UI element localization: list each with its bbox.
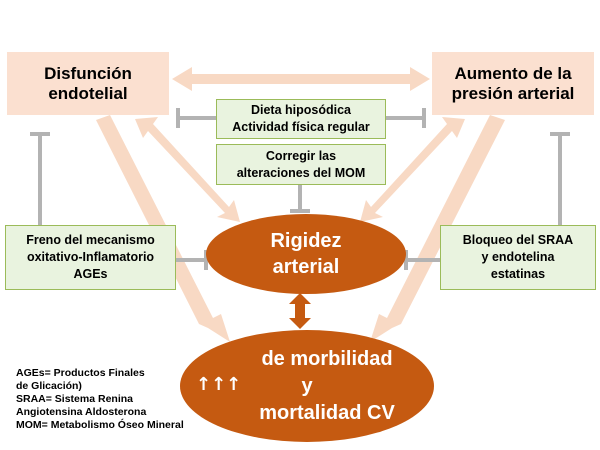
y-line: y — [301, 374, 313, 397]
inhibitor-bloqueo-presion — [550, 132, 570, 225]
rigidez-line-2: arterial — [272, 256, 340, 278]
freno-box: Freno del mecanismo oxitativo-Inflamator… — [5, 225, 176, 290]
double-arrow-disfuncion-rigidez — [135, 117, 240, 222]
double-arrow-rigidez-morbilidad — [289, 293, 311, 329]
arrow-presion-morbilidad — [370, 115, 505, 342]
inhibitor-bloqueo-rigidez — [404, 250, 440, 270]
disfuncion-endotelial-box: Disfunción endotelial — [7, 52, 169, 115]
double-arrow-top — [172, 67, 430, 91]
legend-line-5: MOM= Metabolismo Óseo Mineral — [16, 419, 184, 431]
legend: AGEs= Productos Finales de Glicación) SR… — [16, 367, 184, 432]
double-arrow-presion-rigidez — [360, 117, 465, 222]
inhibitor-dieta-presion — [386, 108, 426, 128]
morbilidad-line: de morbilidad — [261, 347, 393, 370]
alteraciones-line: alteraciones del MOM — [236, 165, 366, 180]
actividad-line: Actividad física regular — [232, 120, 370, 134]
rigidez-arterial-oval: Rigidez arterial — [206, 214, 406, 294]
inhibitor-dieta-disfuncion — [176, 108, 216, 128]
rigidez-line-1: Rigidez — [270, 230, 342, 252]
presion-arterial-label: Aumento de la presión arterial — [451, 63, 575, 103]
bloqueo-line-1: Bloqueo del SRAA — [462, 233, 574, 247]
legend-line-2: de Glicación) — [16, 380, 82, 392]
legend-line-1: AGEs= Productos Finales — [16, 367, 145, 379]
freno-line-2: oxitativo-Inflamatorio — [26, 250, 155, 264]
morbilidad-mortalidad-oval: de morbilidad y mortalidad CV — [180, 330, 434, 442]
disfuncion-endotelial-label: Disfunción endotelial — [44, 63, 132, 103]
bloqueo-box: Bloqueo del SRAA y endotelina estatinas — [440, 225, 596, 290]
legend-line-4: Angiotensina Aldosterona — [16, 406, 147, 418]
mortalidad-line: mortalidad CV — [259, 401, 395, 424]
bloqueo-line-3: estatinas — [490, 267, 546, 281]
dieta-box: Dieta hiposódica Actividad física regula… — [216, 99, 386, 139]
bloqueo-line-2: y endotelina — [481, 250, 555, 264]
legend-line-3: SRAA= Sistema Renina — [16, 393, 133, 405]
presion-arterial-box: Aumento de la presión arterial — [432, 52, 594, 115]
corregir-mom-box: Corregir las alteraciones del MOM — [216, 144, 386, 185]
dieta-line: Dieta hiposódica — [250, 103, 352, 117]
inhibitor-freno-disfuncion — [30, 132, 50, 225]
inhibitor-mom-rigidez — [290, 185, 310, 213]
freno-line-1: Freno del mecanismo — [26, 233, 155, 247]
increase-arrows: ↑↑↑ — [196, 374, 242, 395]
corregir-line: Corregir las — [265, 148, 337, 163]
freno-line-3: AGEs — [73, 267, 108, 281]
